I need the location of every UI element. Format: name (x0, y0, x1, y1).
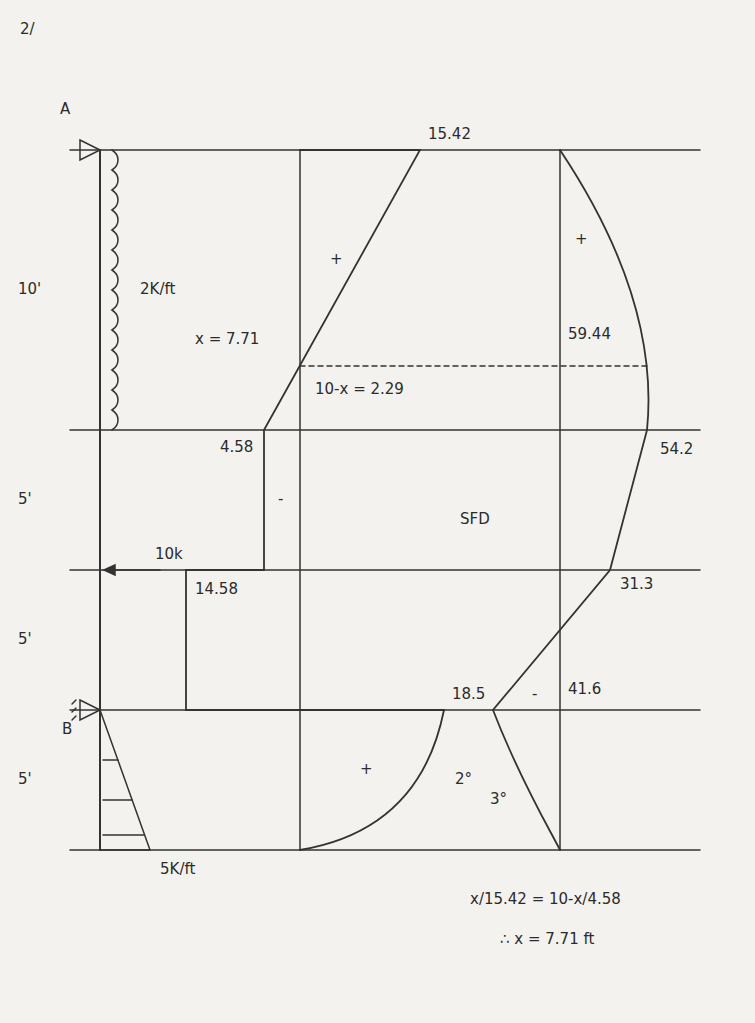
sign: - (532, 685, 537, 703)
load-value: 5K/ft (160, 860, 195, 878)
load-value: 2K/ft (140, 280, 175, 298)
shear-value: 18.5 (452, 685, 485, 703)
roller-support (72, 700, 100, 720)
support-name: B (62, 720, 72, 738)
moment-value: 59.44 (568, 325, 611, 343)
shear-note: x = 7.71 (195, 330, 259, 348)
dimension: 5' (18, 770, 32, 788)
section-line (70, 429, 700, 431)
max-moment-line (300, 365, 650, 367)
bending-moment-diagram (493, 150, 648, 850)
shear-note: 10-x = 2.29 (315, 380, 404, 398)
moment-value: 54.2 (660, 440, 693, 458)
shear-value: 4.58 (220, 438, 253, 456)
load-value: 10k (155, 545, 183, 563)
moment-value: 41.6 (568, 680, 601, 698)
bmd-axis (559, 150, 561, 850)
arrow-head (104, 565, 115, 575)
distributed-load (112, 150, 118, 430)
triangular-load (100, 710, 150, 850)
sign: + (330, 250, 343, 268)
equation: x/15.42 = 10-x/4.58 (470, 890, 621, 908)
beam (99, 150, 101, 850)
sign: + (360, 760, 373, 778)
dimension: 5' (18, 630, 32, 648)
shear-value: 14.58 (195, 580, 238, 598)
shear-force-diagram (186, 150, 444, 850)
sign: + (575, 230, 588, 248)
curve-degree: 2° (455, 770, 472, 788)
section-line (70, 569, 700, 571)
load-arrows (103, 760, 144, 835)
dimension: 5' (18, 490, 32, 508)
section-line (70, 849, 700, 851)
moment-value: 31.3 (620, 575, 653, 593)
shear-value: 15.42 (428, 125, 471, 143)
pin-support (80, 140, 100, 160)
support-name: A (60, 100, 70, 118)
question-number: 2/ (20, 20, 35, 38)
sfd-axis (299, 150, 301, 850)
diagram-name: SFD (460, 510, 490, 528)
equation: ∴ x = 7.71 ft (500, 930, 594, 948)
dimension: 10' (18, 280, 41, 298)
sign: - (278, 490, 283, 508)
curve-degree: 3° (490, 790, 507, 808)
